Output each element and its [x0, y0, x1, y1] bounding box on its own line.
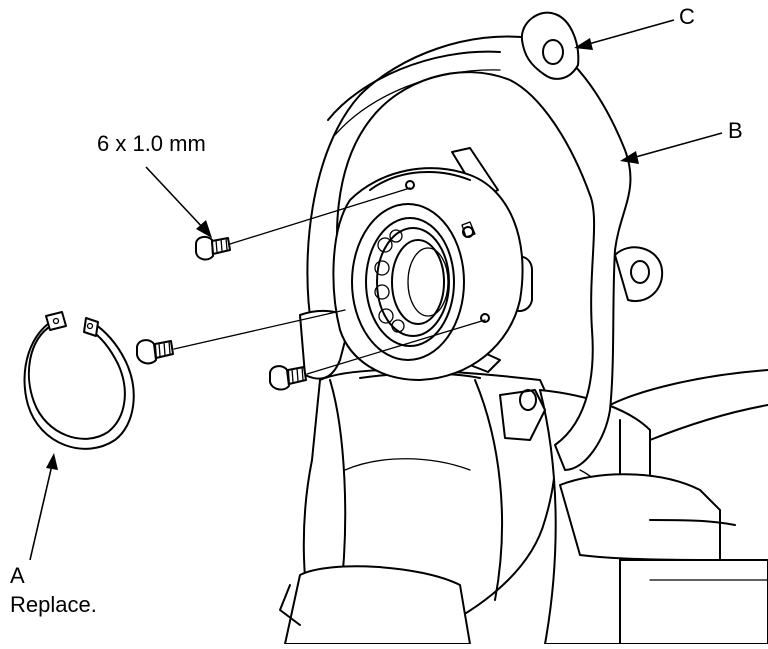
bolt-spec-label: 6 x 1.0 mm	[97, 131, 206, 156]
flange-bolt-upper	[195, 187, 411, 261]
leader-c	[574, 19, 675, 50]
leader-bolt-spec	[145, 166, 212, 238]
flange-bolt-middle	[136, 309, 346, 365]
replace-note: Replace.	[10, 592, 97, 617]
steering-knuckle	[279, 368, 768, 645]
hub-bearing	[332, 167, 524, 381]
flange-bolt-lower	[269, 319, 486, 391]
callout-a: A	[10, 563, 25, 588]
callout-c: C	[679, 4, 695, 29]
leader-b	[620, 132, 723, 164]
leader-a	[29, 453, 58, 561]
snap-ring	[23, 311, 135, 450]
callout-b: B	[728, 118, 743, 143]
